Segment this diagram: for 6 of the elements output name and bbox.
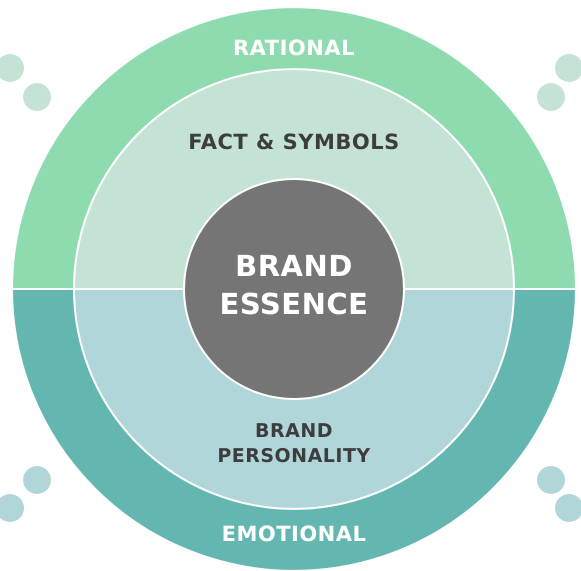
segment-label: EMOTIONAL: [220, 521, 368, 548]
segment-label: FACT & SYMBOLS: [187, 129, 401, 156]
segment-label: BRAND ESSENCE: [218, 248, 370, 323]
segment-label: BRAND PERSONALITY: [216, 419, 372, 468]
segment-label: RATIONAL: [232, 35, 356, 62]
center-circle: [183, 178, 405, 400]
